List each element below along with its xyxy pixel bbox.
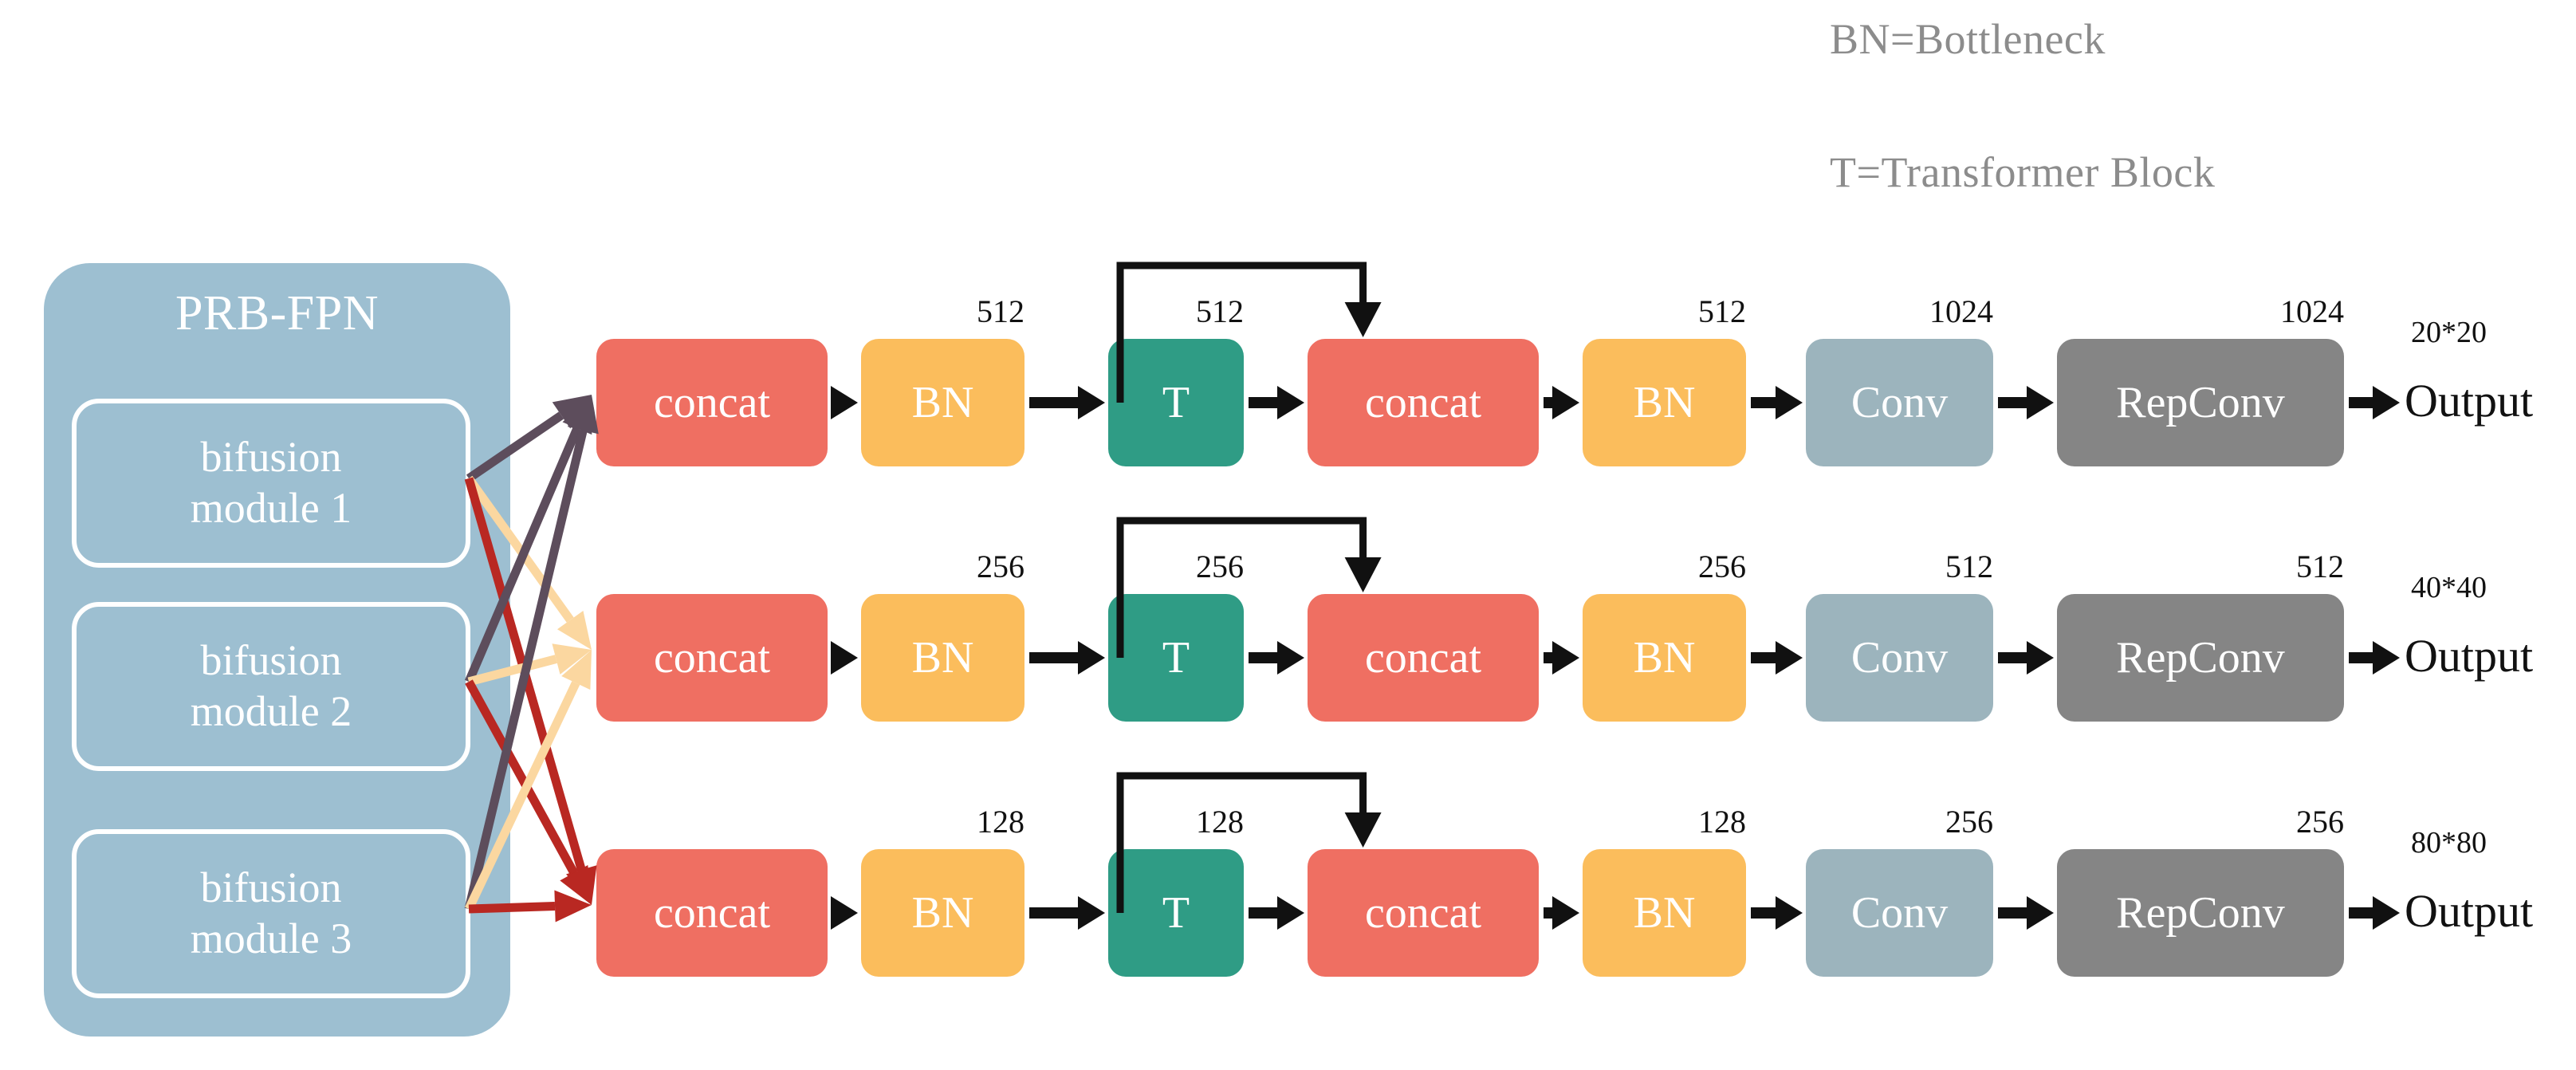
row-3-output-label: Output	[2405, 885, 2534, 937]
row-2-t-1-channels: 256	[1196, 549, 1244, 584]
row-3-conv-1[interactable]: Conv	[1806, 849, 1993, 977]
prb-fpn-panel: PRB-FPN bifusion module 1 bifusion modul…	[44, 263, 510, 1037]
row-2-concat-2[interactable]: concat	[1308, 594, 1539, 722]
row-3-concat-1[interactable]: concat	[596, 849, 828, 977]
row-1-conv-1[interactable]: Conv	[1806, 339, 1993, 466]
row-2-bn-2[interactable]: BN	[1583, 594, 1746, 722]
row-3-bn-1[interactable]: BN	[861, 849, 1025, 977]
bifusion-module-2-line2: module 2	[190, 687, 352, 735]
row-2-concat-1[interactable]: concat	[596, 594, 828, 722]
row-1-t-1-channels: 512	[1196, 293, 1244, 329]
row-1-bn-2-channels: 512	[1698, 293, 1746, 329]
row-1-concat-1[interactable]: concat	[596, 339, 828, 466]
bifusion-module-3[interactable]: bifusion module 3	[72, 829, 470, 998]
row-1-conv-1-channels: 1024	[1929, 293, 1993, 329]
row-3-bn-2[interactable]: BN	[1583, 849, 1746, 977]
prb-fpn-title: PRB-FPN	[175, 286, 380, 340]
row-3-conv-1-channels: 256	[1945, 804, 1993, 840]
row-2-conv-1-channels: 512	[1945, 549, 1993, 584]
row-1-bn-1-channels: 512	[977, 293, 1025, 329]
bifusion-module-3-line1: bifusion	[200, 863, 342, 912]
row-3-concat-2[interactable]: concat	[1308, 849, 1539, 977]
row-2-repconv-1-channels: 512	[2296, 549, 2344, 584]
row-2-bn-1[interactable]: BN	[861, 594, 1025, 722]
bifusion-module-2-line1: bifusion	[200, 636, 342, 685]
row-3-t-1-channels: 128	[1196, 804, 1244, 840]
row-2-bn-2-channels: 256	[1698, 549, 1746, 584]
row-1-repconv-1[interactable]: RepConv	[2057, 339, 2344, 466]
row-2-conv-1[interactable]: Conv	[1806, 594, 1993, 722]
row-2-repconv-1[interactable]: RepConv	[2057, 594, 2344, 722]
row-2-bn-1-channels: 256	[977, 549, 1025, 584]
row-3-repconv-1[interactable]: RepConv	[2057, 849, 2344, 977]
legend-bn-text: BN=Bottleneck	[1830, 15, 2106, 63]
row-3-t-1[interactable]: T	[1108, 849, 1244, 977]
row-1-output-label: Output	[2405, 375, 2534, 427]
row-1-bn-2[interactable]: BN	[1583, 339, 1746, 466]
legend-transformer-text: T=Transformer Block	[1830, 148, 2216, 196]
bifusion-module-1-line1: bifusion	[200, 433, 342, 482]
row-1-output-size: 20*20	[2411, 316, 2487, 349]
row-1-repconv-1-channels: 1024	[2280, 293, 2344, 329]
row-2-output-size: 40*40	[2411, 571, 2487, 604]
row-3-bn-1-channels: 128	[977, 804, 1025, 840]
row-2-output-label: Output	[2405, 630, 2534, 682]
bifusion-module-1-line2: module 1	[190, 484, 352, 532]
row-1-bn-1[interactable]: BN	[861, 339, 1025, 466]
bifusion-module-1[interactable]: bifusion module 1	[72, 399, 470, 568]
row-1-t-1[interactable]: T	[1108, 339, 1244, 466]
row-3-output-size: 80*80	[2411, 826, 2487, 860]
bifusion-module-2[interactable]: bifusion module 2	[72, 602, 470, 771]
row-3-repconv-1-channels: 256	[2296, 804, 2344, 840]
row-2-t-1[interactable]: T	[1108, 594, 1244, 722]
row-1-concat-2[interactable]: concat	[1308, 339, 1539, 466]
row-3-bn-2-channels: 128	[1698, 804, 1746, 840]
bifusion-module-3-line2: module 3	[190, 915, 352, 962]
